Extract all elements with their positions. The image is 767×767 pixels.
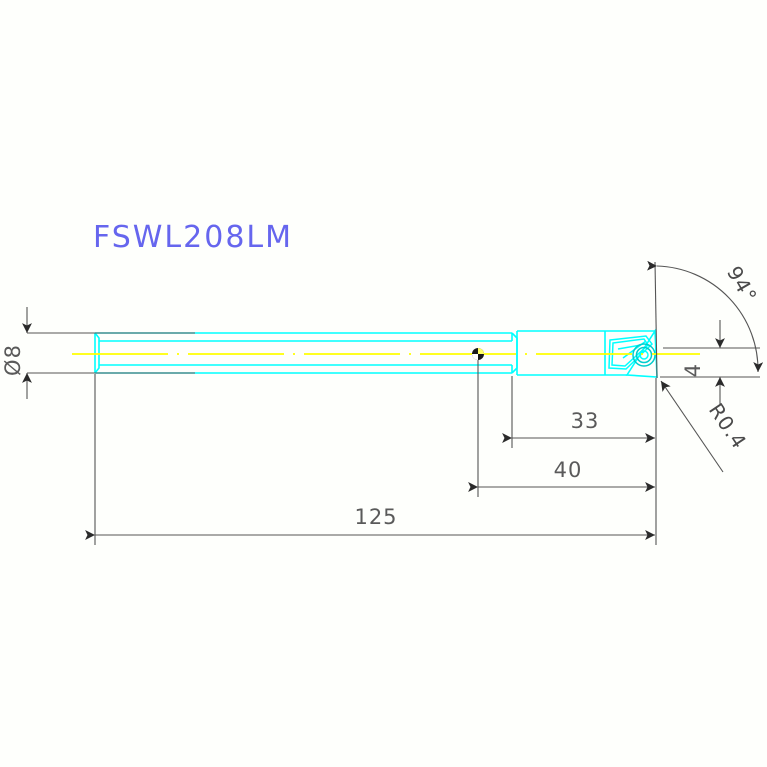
dimension-head-height — [660, 320, 760, 405]
leader-corner-radius — [660, 380, 724, 473]
cutting-head-body — [516, 330, 655, 376]
dimension-origin-marker — [472, 348, 484, 360]
text-labels: FSWL208LM Ø8 33 40 125 4 94° R0.4 — [1, 220, 762, 529]
shank-body — [94, 332, 512, 374]
dimension-label-head-height: 4 — [681, 363, 705, 377]
dimension-label-overall-length: 125 — [354, 505, 397, 529]
dimension-label-corner-radius: R0.4 — [704, 399, 752, 454]
dimension-annotations — [22, 260, 764, 545]
part-geometry — [72, 328, 700, 378]
dimension-label-lead-angle: 94° — [722, 262, 762, 307]
dimension-label-shank-diameter: Ø8 — [1, 344, 25, 376]
part-number-title: FSWL208LM — [93, 220, 293, 255]
dimension-overall-length — [85, 374, 655, 545]
dimension-lead-angle — [646, 260, 764, 373]
dimension-head-offset — [468, 356, 655, 497]
dimension-label-insert-offset: 33 — [571, 409, 600, 433]
insert-clamp-screw — [632, 343, 656, 367]
right-extension-line — [654, 261, 658, 545]
dimension-insert-offset — [502, 376, 655, 448]
dimension-shank-diameter — [22, 307, 195, 399]
cutting-insert — [608, 335, 653, 370]
dimension-label-head-offset: 40 — [554, 458, 583, 482]
